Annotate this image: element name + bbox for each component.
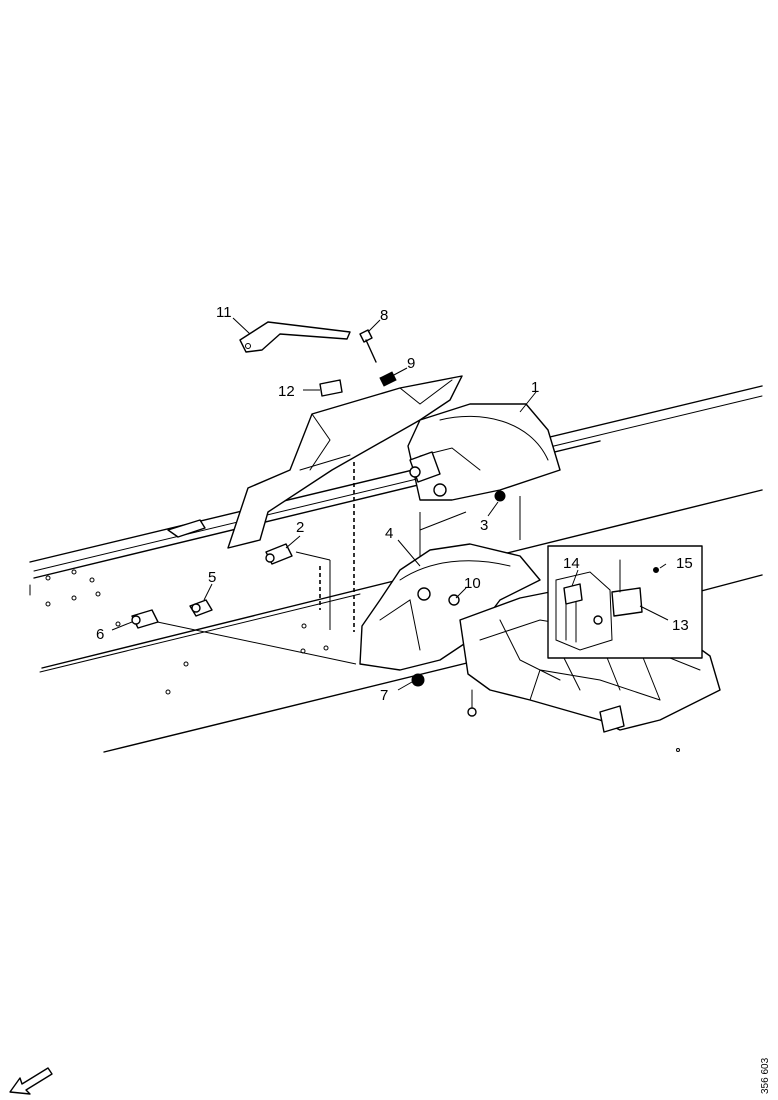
callout-2: 2 (296, 519, 304, 536)
washer-part-9 (379, 367, 408, 387)
nut-part-7 (397, 673, 425, 691)
bolt-part-6 (111, 609, 159, 631)
callout-6: 6 (96, 626, 104, 643)
callout-4: 4 (385, 525, 393, 542)
upper-mudguard-left (227, 375, 463, 549)
callout-13: 13 (672, 617, 689, 634)
support-arm-part-11 (232, 317, 351, 353)
assembly-guide-lines (147, 462, 521, 665)
fastener-part-10 (448, 587, 467, 606)
callout-12: 12 (278, 383, 295, 400)
wheel-arch-cover-part-1 (407, 391, 561, 501)
callout-10: 10 (464, 575, 481, 592)
arrow-front-icon (9, 1067, 53, 1095)
callout-14: 14 (563, 555, 580, 572)
chassis-frame-rails (29, 385, 763, 753)
detail-inset (547, 545, 703, 659)
callout-1: 1 (531, 379, 539, 396)
callout-11: 11 (216, 304, 232, 321)
callout-7: 7 (380, 687, 388, 704)
nut-part-3 (487, 490, 506, 517)
clip-part-12 (303, 379, 343, 397)
rail-bracket (167, 519, 206, 538)
callout-9: 9 (407, 355, 415, 372)
callout-15: 15 (676, 555, 693, 572)
bolt-part-5 (189, 583, 213, 617)
callout-5: 5 (208, 569, 216, 586)
reference-code: 356 603 (760, 1057, 771, 1094)
stud-bolt-part-2 (265, 535, 301, 565)
callout-3: 3 (480, 517, 488, 534)
inner-wheel-housing-part-4 (359, 539, 541, 671)
callout-8: 8 (380, 307, 388, 324)
bolt-part-8 (359, 319, 381, 363)
callout-labels: 1 2 3 4 5 6 7 8 9 10 11 12 13 14 15 (96, 304, 693, 704)
rail-holes (45, 569, 680, 752)
